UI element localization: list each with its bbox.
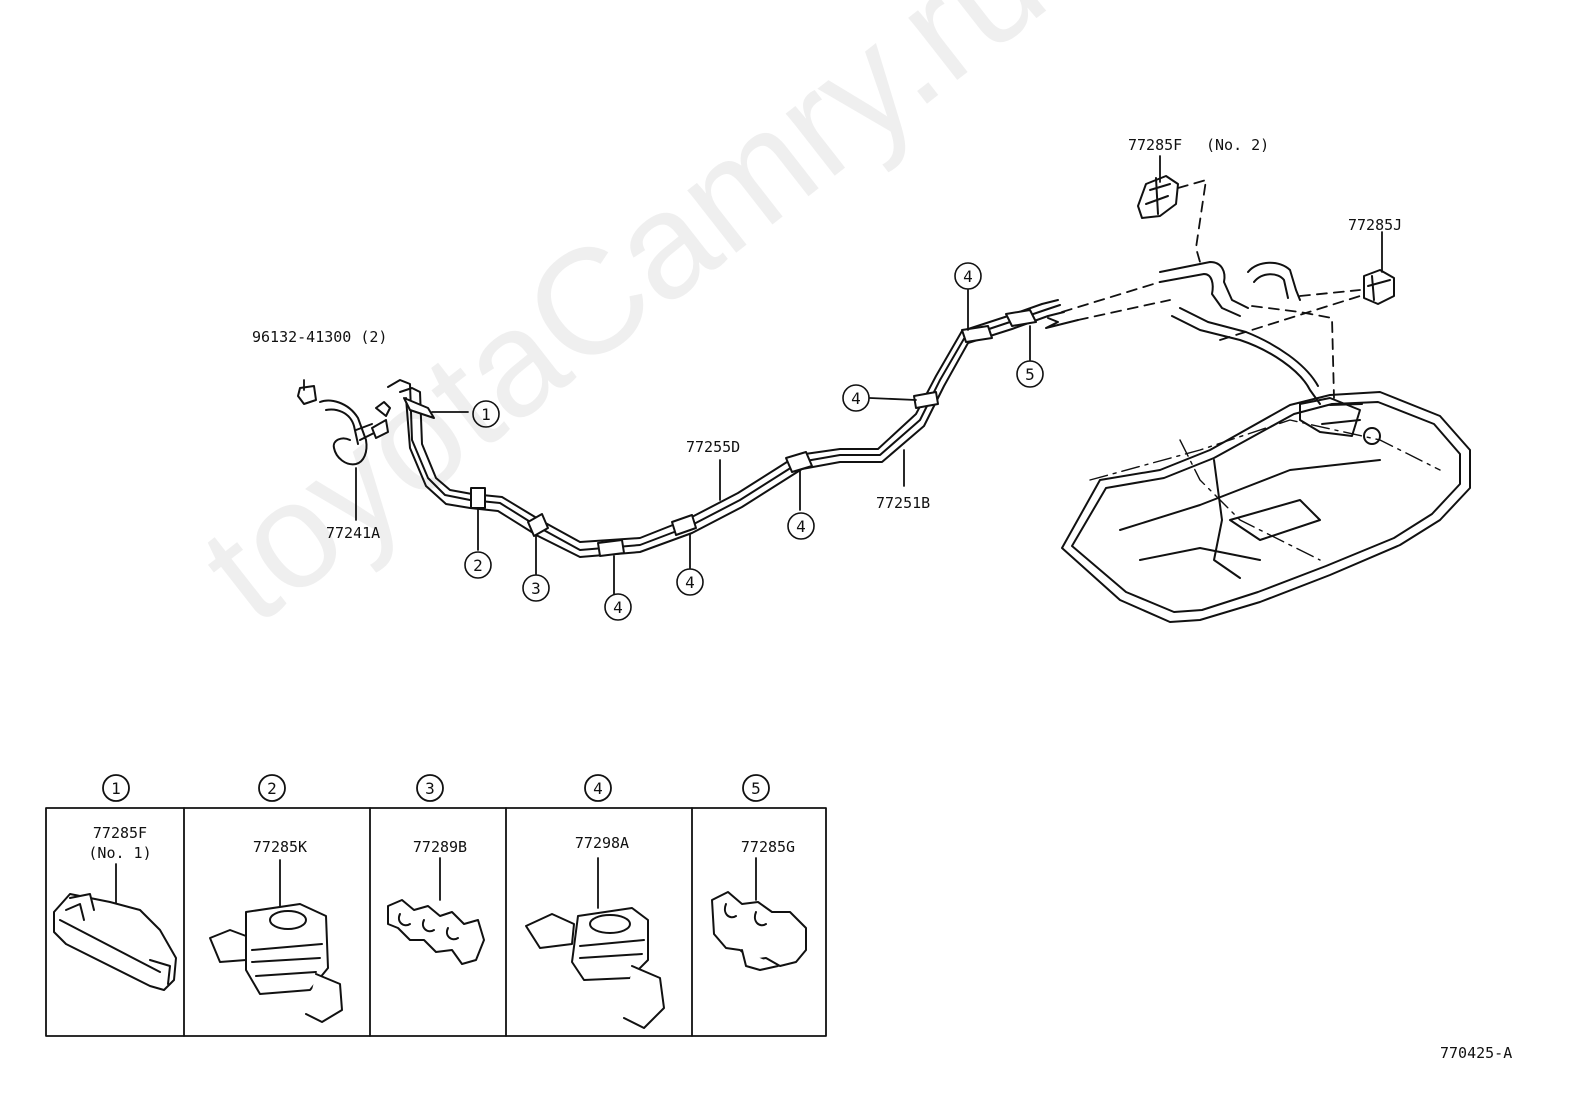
marker-4d: 4 xyxy=(851,389,861,408)
marker-1: 1 xyxy=(481,405,491,424)
label-hose-clip: 96132-41300 (2) xyxy=(252,328,387,346)
marker-5: 5 xyxy=(1025,365,1035,384)
legend-part-3: 77289B xyxy=(413,838,467,856)
tank-centerline xyxy=(1089,419,1441,561)
legend-num-1: 1 xyxy=(111,779,121,798)
legend-num-3: 3 xyxy=(425,779,435,798)
clamp-77285j xyxy=(1363,269,1395,305)
marker-4a: 4 xyxy=(613,598,623,617)
legend-clip-4 xyxy=(525,907,665,1029)
legend-clip-1 xyxy=(53,893,177,991)
label-77241a: 77241A xyxy=(326,524,380,542)
legend-clip-5 xyxy=(711,891,807,971)
marker-2: 2 xyxy=(473,556,483,575)
diagram-markers xyxy=(464,262,1044,621)
label-77285f-no2: 77285F xyxy=(1128,136,1182,154)
legend-num-4: 4 xyxy=(593,779,603,798)
legend-clip-3 xyxy=(387,899,485,965)
label-77255d: 77255D xyxy=(686,438,740,456)
label-77251b: 77251B xyxy=(876,494,930,512)
dashed-guides xyxy=(1061,179,1361,399)
marker-4-ring-a xyxy=(604,593,632,621)
hose-77241a xyxy=(297,385,391,466)
legend-part-5: 77285G xyxy=(741,838,795,856)
marker-4e: 4 xyxy=(963,267,973,286)
legend-labels: 1 2 3 4 5 77285F (No. 1) 77285K 77289B 7… xyxy=(88,779,795,862)
clamp-77285f-no2 xyxy=(1137,175,1179,219)
marker-4-ring-b xyxy=(676,568,704,596)
marker-2-ring xyxy=(464,551,492,579)
marker-4-ring-c xyxy=(787,512,815,540)
label-77285j: 77285J xyxy=(1348,216,1402,234)
drawing-code: 770425-A xyxy=(1440,1044,1512,1062)
legend-part-1: 77285F xyxy=(93,824,147,842)
legend-num-2: 2 xyxy=(267,779,277,798)
marker-3-ring xyxy=(522,574,550,602)
marker-4c: 4 xyxy=(796,517,806,536)
legend-part-4: 77298A xyxy=(575,834,629,852)
marker-3: 3 xyxy=(531,579,541,598)
legend-part-2: 77285K xyxy=(253,838,307,856)
fuel-tube-bundle xyxy=(387,299,1079,558)
bundle-clamps xyxy=(403,309,1037,557)
marker-1-ring xyxy=(472,400,500,428)
marker-4-ring-e xyxy=(954,262,982,290)
label-77285f-no2-note: (No. 2) xyxy=(1206,136,1269,154)
marker-4b: 4 xyxy=(685,573,695,592)
legend-clip-2 xyxy=(209,903,343,1023)
legend-note-1: (No. 1) xyxy=(88,844,151,862)
legend-table xyxy=(45,774,827,1037)
marker-5-ring xyxy=(1016,360,1044,388)
legend-num-5: 5 xyxy=(751,779,761,798)
callout-labels: 96132-41300 (2) 77241A 77255D 77251B 772… xyxy=(252,136,1512,1062)
fuel-tank xyxy=(1061,391,1471,623)
marker-4-ring-d xyxy=(842,384,870,412)
leader-lines xyxy=(303,155,1383,595)
marker-numbers: 1 2 3 4 4 4 4 4 5 xyxy=(473,267,1035,617)
